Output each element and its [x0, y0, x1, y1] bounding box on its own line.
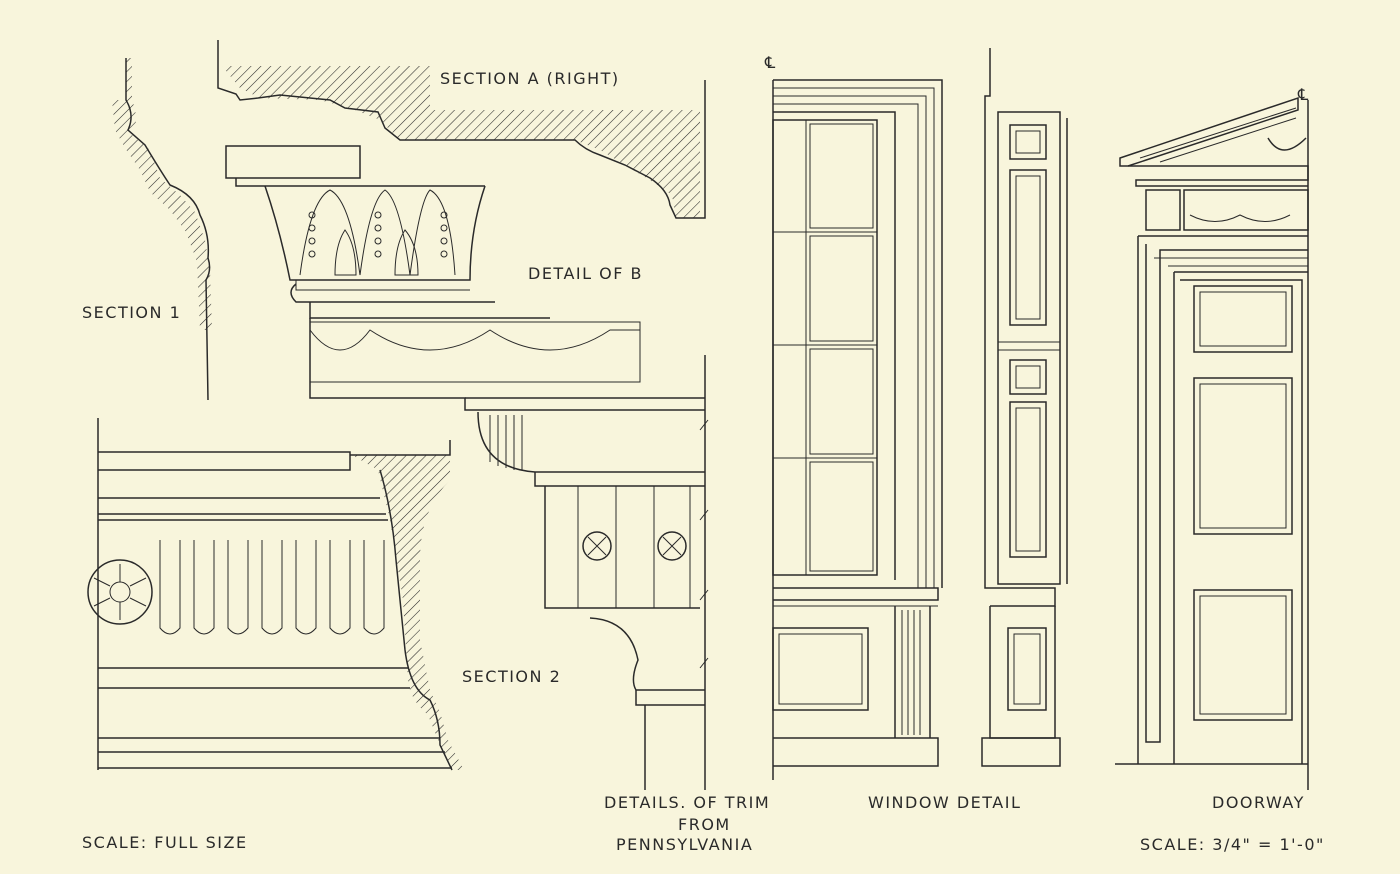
detail-b-label: DETAIL OF B	[528, 264, 643, 283]
window-elevation	[772, 48, 1068, 780]
doorway-label: DOORWAY	[1212, 793, 1305, 812]
centerline-mark-door: ℄	[1297, 85, 1310, 104]
title-line-1: DETAILS. OF TRIM	[604, 793, 770, 812]
cornice-detail	[465, 355, 709, 790]
title-line-3: PENNSYLVANIA	[616, 835, 753, 854]
section-1-profile	[112, 58, 212, 401]
title-line-2: FROM	[678, 815, 731, 834]
section-1-label: SECTION 1	[82, 303, 181, 322]
section-a-profile	[217, 40, 706, 219]
scale-full-label: SCALE: FULL SIZE	[82, 833, 248, 852]
section-a-label: SECTION A (RIGHT)	[440, 69, 620, 88]
capital-detail	[225, 145, 705, 411]
section-2-label: SECTION 2	[462, 667, 561, 686]
rosette-icon	[87, 559, 153, 625]
capital-leaves	[299, 189, 456, 276]
scale-quarter-label: SCALE: 3/4" = 1'-0"	[1140, 835, 1325, 854]
flutes	[159, 540, 385, 635]
doorway-elevation	[1115, 96, 1309, 790]
frieze-section-2	[87, 418, 464, 771]
centerline-mark-window: ℄	[764, 53, 777, 72]
window-detail-label: WINDOW DETAIL	[868, 793, 1021, 812]
